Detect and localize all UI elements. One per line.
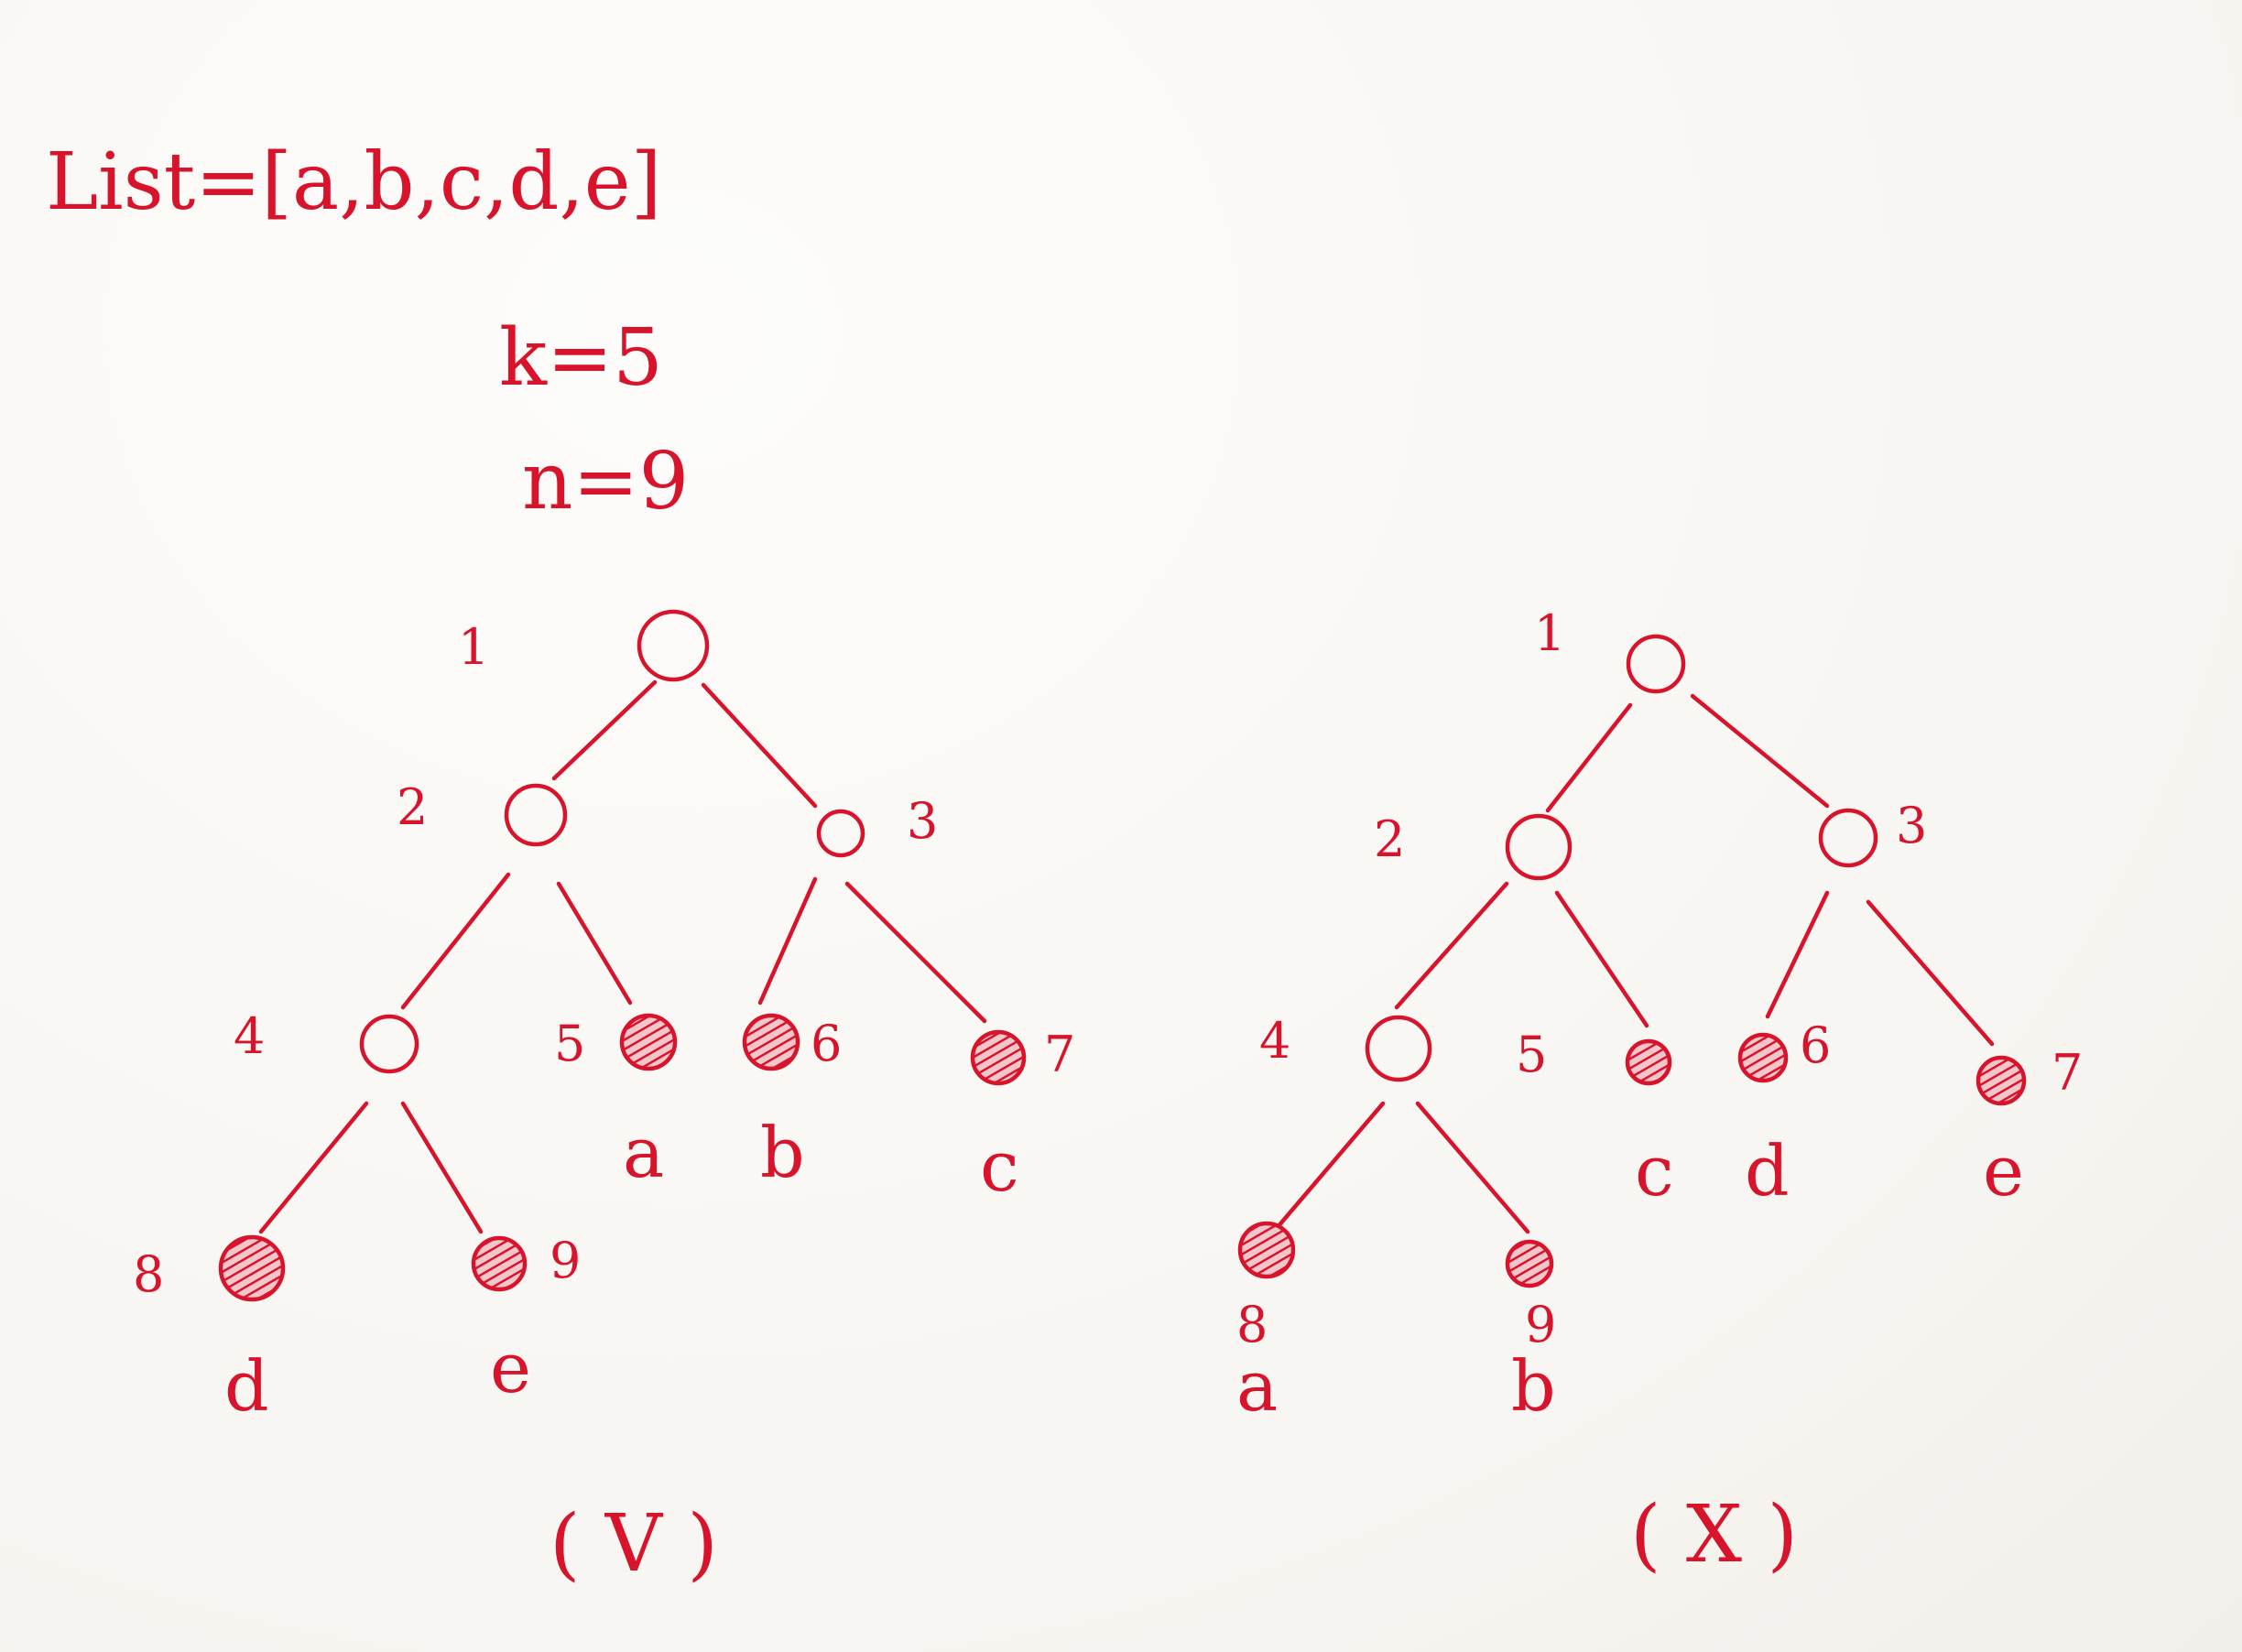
node-number: 4 <box>1259 1012 1290 1070</box>
verdict-label: ( X ) <box>1630 1489 1798 1581</box>
node-number: 6 <box>1800 1016 1831 1074</box>
verdict-label: ( V ) <box>550 1498 718 1590</box>
k-value: k=5 <box>499 312 663 404</box>
edge-2-5 <box>1554 890 1649 1028</box>
tree-leaf-node <box>218 1234 286 1302</box>
node-number: 9 <box>1525 1296 1556 1353</box>
edge-3-6 <box>1765 890 1830 1019</box>
tree-leaf-node <box>1625 1038 1672 1086</box>
edge-3-6 <box>757 876 818 1005</box>
tree-leaf-node <box>619 1013 678 1071</box>
edge-1-3 <box>1690 693 1830 809</box>
tree-node <box>504 783 568 847</box>
tree-node <box>359 1014 419 1074</box>
edge-2-5 <box>556 881 633 1005</box>
tree-node <box>1365 1015 1432 1082</box>
node-number: 7 <box>2052 1044 2083 1102</box>
leaf-label: d <box>1745 1130 1790 1212</box>
tree-leaf-node <box>1237 1221 1296 1279</box>
tree-node <box>816 809 865 858</box>
node-number: 3 <box>1896 797 1927 854</box>
node-number: 1 <box>1534 604 1565 662</box>
edge-4-8 <box>1275 1101 1386 1230</box>
tree-node <box>1818 808 1878 868</box>
node-number: 2 <box>1374 810 1405 868</box>
node-number: 8 <box>1236 1296 1268 1353</box>
edge-4-9 <box>1415 1101 1530 1234</box>
list-definition: List=[a,b,c,d,e] <box>46 136 661 228</box>
edge-4-9 <box>400 1101 484 1234</box>
leaf-label: b <box>1511 1345 1556 1427</box>
leaf-label: e <box>1983 1130 2024 1212</box>
tree-leaf-node <box>1975 1055 2027 1106</box>
tree-leaf-node <box>1737 1032 1789 1083</box>
edge-1-2 <box>1545 702 1633 813</box>
edge-1-2 <box>551 679 658 781</box>
n-value: n=9 <box>522 436 689 527</box>
tree-node <box>1505 813 1573 881</box>
node-number: 4 <box>234 1007 265 1065</box>
edge-2-4 <box>1394 881 1509 1010</box>
tree-right: 1 2 3 4 5 6 7 8 9 c d e a b ( X ) <box>1236 604 2083 1581</box>
leaf-label: a <box>1236 1345 1278 1427</box>
leaf-label: c <box>1635 1130 1674 1212</box>
tree-leaf-node <box>471 1235 528 1292</box>
edge-3-7 <box>1866 899 1995 1047</box>
edge-4-8 <box>258 1101 369 1234</box>
node-number: 5 <box>554 1015 585 1072</box>
node-number: 7 <box>1044 1026 1075 1083</box>
node-number: 2 <box>397 778 428 836</box>
leaf-label: c <box>980 1125 1019 1207</box>
leaf-label: b <box>760 1112 805 1193</box>
node-number: 1 <box>458 618 489 676</box>
leaf-label: d <box>224 1345 269 1427</box>
node-number: 9 <box>550 1232 581 1289</box>
tree-leaf-node <box>1505 1239 1554 1288</box>
leaf-label: e <box>490 1327 531 1408</box>
tree-node <box>637 609 710 682</box>
node-number: 3 <box>907 792 938 850</box>
tree-node <box>1626 634 1686 694</box>
node-number: 5 <box>1516 1026 1547 1083</box>
edge-1-3 <box>701 682 818 809</box>
edge-2-4 <box>400 872 511 1010</box>
node-number: 6 <box>811 1015 842 1072</box>
tree-left: 1 2 3 4 5 6 7 8 9 a b c d e ( V ) <box>133 609 1075 1590</box>
tree-leaf-node <box>970 1029 1027 1086</box>
tree-leaf-node <box>742 1013 800 1071</box>
edge-3-7 <box>844 881 987 1024</box>
node-number: 8 <box>133 1245 164 1303</box>
leaf-label: a <box>623 1112 664 1193</box>
